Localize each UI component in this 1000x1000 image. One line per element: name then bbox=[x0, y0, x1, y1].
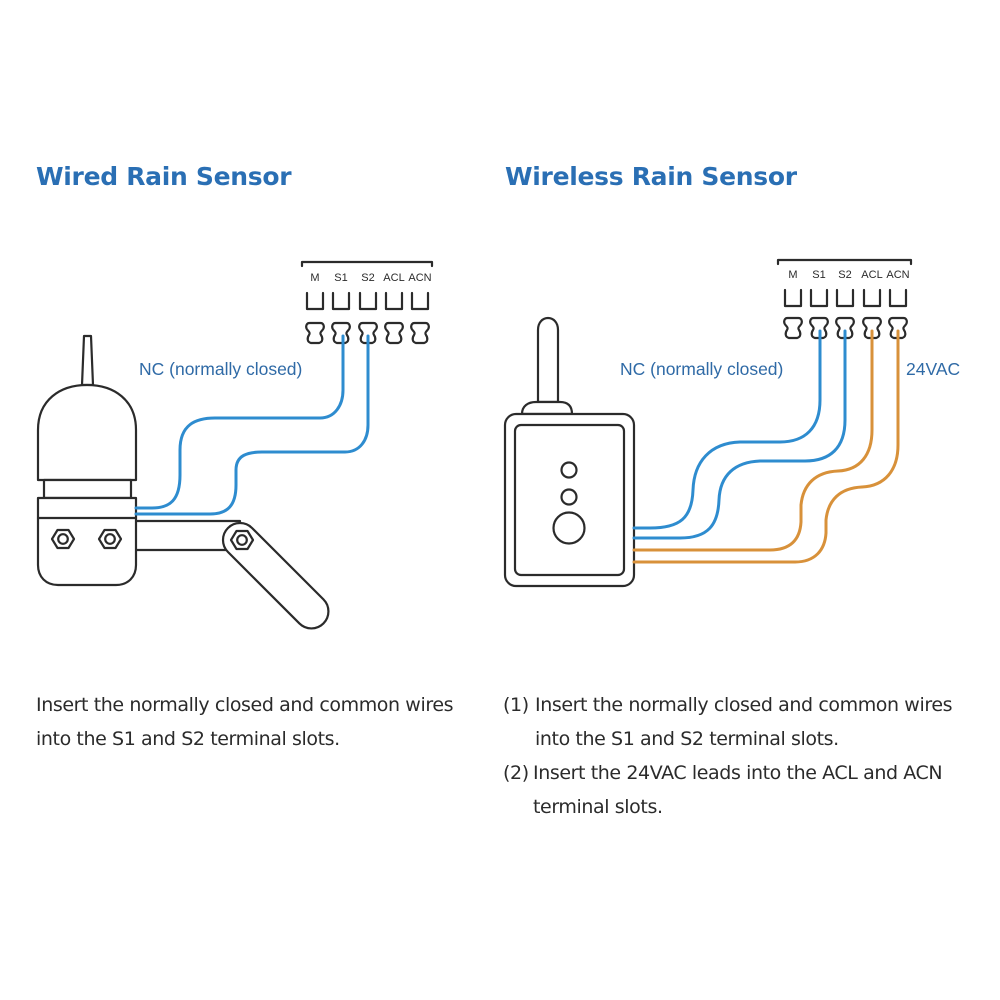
wireless-screw-m bbox=[783, 316, 803, 340]
wireless-instructions: (1) Insert the normally closed and commo… bbox=[503, 688, 973, 824]
wired-panel-title: Wired Rain Sensor bbox=[36, 162, 292, 191]
wireless-led-icon-1 bbox=[560, 461, 578, 479]
wired-terminal-label-acl: ACL bbox=[383, 272, 404, 284]
wired-base-nut-icon-2 bbox=[97, 528, 123, 550]
wireless-terminal-label-s2: S2 bbox=[838, 269, 851, 281]
wireless-24vac-label: 24VAC bbox=[906, 359, 960, 379]
wired-terminal-label-acn: ACN bbox=[408, 272, 431, 284]
wireless-instruction-step-1: (1) Insert the normally closed and commo… bbox=[503, 688, 973, 756]
wired-slot-acl bbox=[384, 291, 404, 311]
wired-sensor-antenna bbox=[80, 334, 95, 387]
wireless-signal-wire-s1 bbox=[632, 329, 822, 530]
wireless-terminal-label-acn: ACN bbox=[886, 269, 909, 281]
wireless-slot-m bbox=[783, 288, 803, 308]
wired-sensor-lever bbox=[221, 521, 330, 630]
wireless-nc-label: NC (normally closed) bbox=[620, 359, 783, 379]
wired-terminal-block: M S1 S2 ACL ACN bbox=[300, 260, 434, 345]
wireless-led-icon-2 bbox=[560, 488, 578, 506]
wired-terminal-label-s2: S2 bbox=[361, 272, 374, 284]
wireless-rain-sensor bbox=[503, 316, 636, 588]
step-number: (1) bbox=[503, 694, 529, 716]
wireless-instruction-step-2: (2) Insert the 24VAC leads into the ACL … bbox=[503, 756, 973, 824]
wired-sensor-dome bbox=[36, 383, 138, 482]
wired-nc-label: NC (normally closed) bbox=[139, 359, 302, 379]
wireless-button-icon bbox=[552, 511, 586, 545]
wired-terminal-bracket bbox=[300, 260, 434, 268]
wired-screw-acl bbox=[384, 321, 404, 345]
wireless-antenna-base bbox=[520, 400, 574, 416]
wired-terminal-label-m: M bbox=[310, 272, 319, 284]
wireless-signal-wire-s2 bbox=[632, 329, 847, 540]
wireless-slot-s2 bbox=[835, 288, 855, 308]
wireless-terminal-bracket bbox=[776, 258, 913, 266]
wireless-power-wire-acn bbox=[632, 329, 900, 564]
wireless-sensor-antenna bbox=[536, 316, 560, 404]
wired-screw-s1 bbox=[331, 321, 351, 345]
wired-signal-wire-s1 bbox=[134, 334, 345, 510]
wireless-terminal-label-s1: S1 bbox=[812, 269, 825, 281]
wired-slot-acn bbox=[410, 291, 430, 311]
wireless-power-wire-acl bbox=[632, 329, 874, 552]
wireless-terminal-block: M S1 S2 ACL ACN bbox=[776, 258, 913, 340]
wireless-terminal-label-acl: ACL bbox=[861, 269, 882, 281]
wireless-slot-acn bbox=[888, 288, 908, 308]
wired-lever-nut-icon bbox=[229, 529, 255, 551]
wireless-slot-acl bbox=[862, 288, 882, 308]
wired-instruction-text: Insert the normally closed and common wi… bbox=[36, 694, 454, 750]
wireless-panel-title: Wireless Rain Sensor bbox=[505, 162, 797, 191]
wired-slot-m bbox=[305, 291, 325, 311]
wired-slot-s2 bbox=[358, 291, 378, 311]
step-number: (2) bbox=[503, 762, 529, 784]
wired-screw-m bbox=[305, 321, 325, 345]
wired-instructions: Insert the normally closed and common wi… bbox=[36, 688, 476, 756]
step-text: Insert the 24VAC leads into the ACL and … bbox=[533, 762, 943, 818]
wireless-terminal-label-m: M bbox=[788, 269, 797, 281]
wired-rain-sensor bbox=[36, 334, 330, 630]
wired-slot-s1 bbox=[331, 291, 351, 311]
wired-screw-acn bbox=[410, 321, 430, 345]
wired-terminal-label-s1: S1 bbox=[334, 272, 347, 284]
wired-base-nut-icon-1 bbox=[50, 528, 76, 550]
wired-sensor-base bbox=[36, 496, 138, 587]
wired-signal-wire-s2 bbox=[134, 334, 370, 516]
wired-sensor-collar bbox=[42, 478, 133, 500]
wireless-slot-s1 bbox=[809, 288, 829, 308]
step-text: Insert the normally closed and common wi… bbox=[535, 694, 953, 750]
